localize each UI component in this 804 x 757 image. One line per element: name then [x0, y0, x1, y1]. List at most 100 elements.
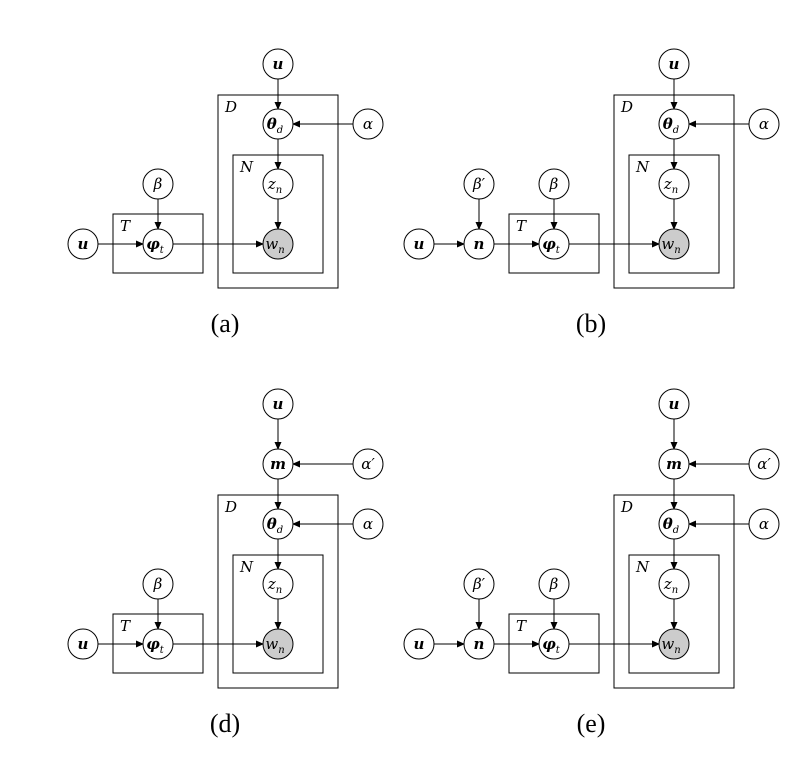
node-symbol: u — [78, 635, 89, 653]
node-label: α — [759, 115, 769, 133]
node-symbol: u — [669, 55, 680, 73]
node-symbol: z — [663, 575, 672, 593]
node-label: n — [474, 635, 485, 653]
node-subscript: n — [278, 245, 284, 256]
panel-caption: (d) — [210, 709, 240, 738]
observed-node-circle — [262, 228, 294, 260]
node-symbol: β′ — [472, 575, 486, 593]
node-symbol: z — [663, 175, 672, 193]
node-label: wn — [265, 635, 284, 656]
node-theta: θd — [658, 508, 690, 540]
node-w: wn — [658, 628, 690, 660]
node-alphap: α′ — [352, 448, 384, 480]
node-symbol: m — [666, 455, 682, 473]
node-label: m — [270, 455, 286, 473]
node-symbol: w — [265, 635, 278, 653]
latent-node-circle — [142, 228, 174, 260]
latent-node-circle — [748, 508, 780, 540]
latent-node-circle — [748, 108, 780, 140]
latent-node-circle — [463, 568, 495, 600]
latent-node-circle — [658, 568, 690, 600]
node-label: u — [414, 635, 425, 653]
latent-node-circle — [658, 48, 690, 80]
node-beta: β — [538, 568, 570, 600]
node-label: wn — [265, 235, 284, 256]
latent-node-circle — [538, 168, 570, 200]
plate-label: D — [224, 498, 237, 516]
observed-node-circle — [658, 228, 690, 260]
latent-node-circle — [538, 228, 570, 260]
latent-node-circle — [463, 168, 495, 200]
node-symbol: m — [270, 455, 286, 473]
node-symbol: β — [153, 575, 163, 593]
node-label: u — [273, 395, 284, 413]
node-symbol: w — [661, 235, 674, 253]
node-label: zn — [267, 575, 282, 596]
latent-node-circle — [658, 508, 690, 540]
node-symbol: φ — [146, 235, 160, 253]
node-label: β′ — [472, 575, 486, 593]
node-symbol: z — [267, 175, 276, 193]
node-label: wn — [661, 635, 680, 656]
node-symbol: α — [759, 515, 769, 533]
node-w: wn — [658, 228, 690, 260]
latent-node-circle — [262, 448, 294, 480]
observed-node-circle — [658, 628, 690, 660]
node-subscript: n — [672, 585, 678, 596]
node-subscript: n — [674, 245, 680, 256]
node-z: zn — [658, 568, 690, 600]
node-symbol: u — [669, 395, 680, 413]
node-symbol: α — [759, 115, 769, 133]
node-beta: β — [538, 168, 570, 200]
node-z: zn — [262, 568, 294, 600]
node-subscript: t — [556, 645, 561, 656]
node-label: φt — [146, 235, 165, 256]
plate-label: T — [120, 617, 131, 635]
node-symbol: β′ — [472, 175, 486, 193]
node-theta: θd — [262, 508, 294, 540]
node-symbol: θ — [663, 515, 673, 533]
node-label: u — [78, 635, 89, 653]
plate-label: T — [516, 217, 527, 235]
node-label: α — [363, 115, 373, 133]
node-m: m — [658, 448, 690, 480]
plate-label: N — [239, 558, 254, 576]
node-symbol: φ — [542, 235, 556, 253]
node-subscript: n — [276, 185, 282, 196]
node-symbol: α — [363, 515, 373, 533]
latent-node-circle — [403, 228, 435, 260]
node-u_left: u — [403, 628, 435, 660]
node-betap: β′ — [463, 568, 495, 600]
panel-caption: (b) — [576, 309, 606, 338]
node-beta: β — [142, 568, 174, 600]
node-label: α′ — [361, 455, 375, 473]
node-phi: φt — [538, 628, 570, 660]
node-label: θd — [267, 115, 283, 136]
latent-node-circle — [658, 388, 690, 420]
node-u_top: u — [658, 48, 690, 80]
plate-label: N — [635, 158, 650, 176]
latent-node-circle — [658, 448, 690, 480]
node-alpha: α — [352, 508, 384, 540]
node-label: β′ — [472, 175, 486, 193]
node-phi: φt — [538, 228, 570, 260]
node-symbol: u — [273, 395, 284, 413]
latent-node-circle — [262, 508, 294, 540]
plate-label: D — [620, 498, 633, 516]
node-label: φt — [542, 235, 561, 256]
latent-node-circle — [658, 108, 690, 140]
latent-node-circle — [748, 448, 780, 480]
node-label: θd — [267, 515, 283, 536]
node-u_top: u — [262, 48, 294, 80]
node-symbol: n — [474, 235, 485, 253]
node-label: u — [78, 235, 89, 253]
plate-label: D — [224, 98, 237, 116]
plate-label: T — [516, 617, 527, 635]
node-symbol: u — [414, 635, 425, 653]
node-subscript: d — [277, 125, 283, 136]
node-label: α′ — [757, 455, 771, 473]
node-u_left: u — [67, 628, 99, 660]
